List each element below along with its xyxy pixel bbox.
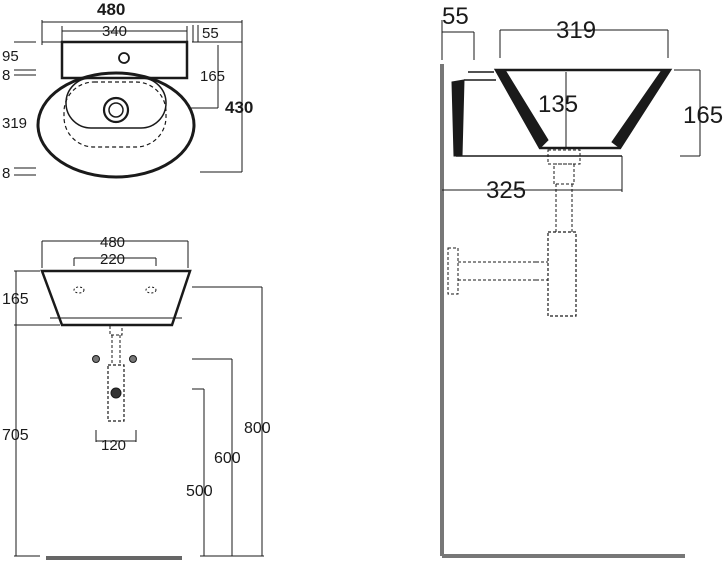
top-view [14,20,243,179]
top-dim-inner: 340 [102,23,127,40]
front-dim-width: 480 [100,234,125,251]
side-dim-wall: 55 [442,3,469,30]
side-dim-bowl-depth: 135 [538,91,578,118]
front-dim-800: 800 [244,420,271,437]
side-dim-top: 319 [556,17,596,44]
front-dim-600: 600 [214,450,241,467]
front-dim-705: 705 [2,427,29,444]
front-view-labels: 480 220 165 120 705 600 500 800 [2,234,271,500]
top-dim-rim: 55 [202,25,219,42]
top-dim-back: 95 [2,48,19,65]
front-dim-500: 500 [186,483,213,500]
top-dim-depth: 430 [225,98,253,117]
top-dim-gap-top: 8 [2,67,10,84]
side-dim-height: 165 [683,102,723,129]
front-dim-taps: 220 [100,251,125,268]
top-dim-gap-bottom: 8 [2,165,10,182]
front-dim-height: 165 [2,291,29,308]
top-dim-width: 480 [97,0,125,19]
front-view [14,240,264,560]
front-dim-trap: 120 [101,437,126,454]
side-view [440,20,701,558]
side-dim-bottom: 325 [486,177,526,204]
top-dim-bowl: 319 [2,115,27,132]
side-view-labels: 55 319 135 165 325 [442,3,723,204]
top-dim-height: 165 [200,68,225,85]
top-view-labels: 480 340 55 95 8 319 8 165 430 [2,0,253,182]
